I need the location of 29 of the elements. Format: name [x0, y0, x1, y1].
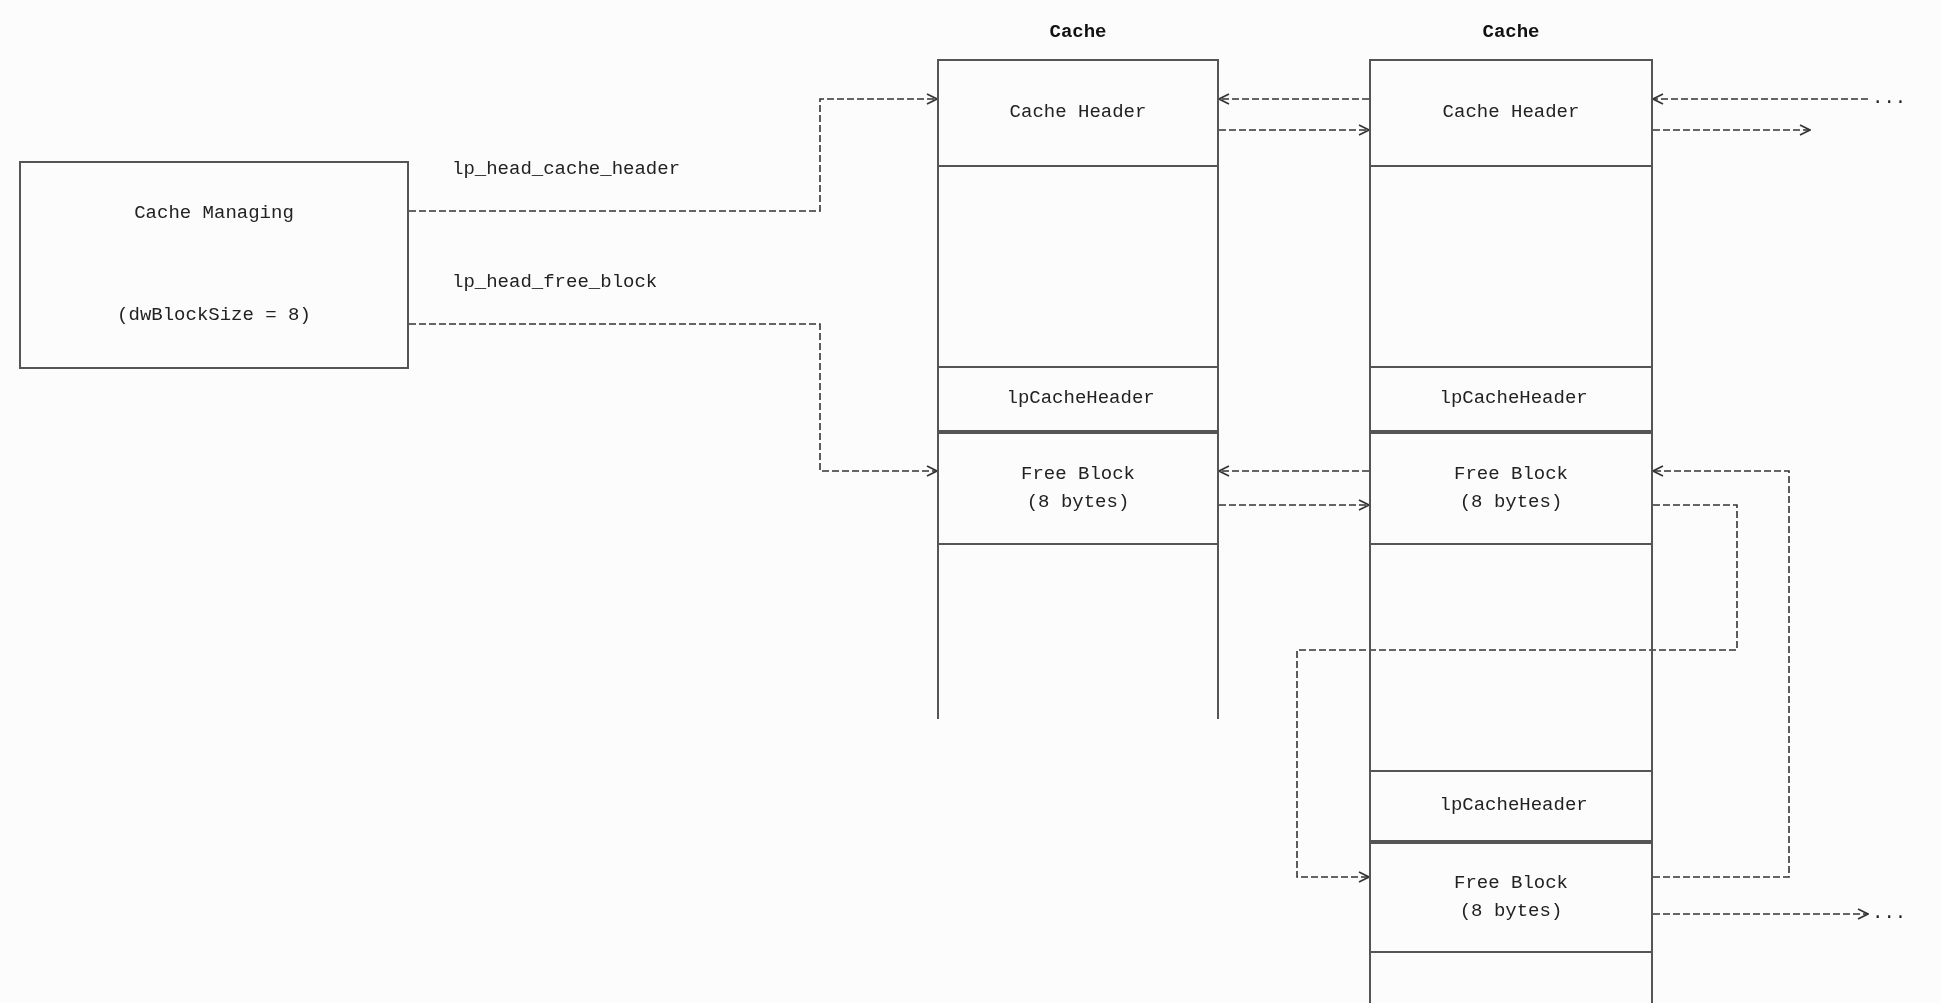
continuation-text: ... [1872, 84, 1907, 112]
arrow [1218, 93, 1370, 105]
field-box [1369, 432, 1653, 545]
arrow [408, 323, 938, 477]
arrow [1296, 504, 1738, 883]
box-text: Cache Header [1009, 100, 1147, 126]
box-text: Free Block (8 bytes) [1020, 461, 1136, 515]
arrow [1652, 124, 1811, 136]
box-text: Free Block (8 bytes) [1453, 870, 1569, 924]
arrow [408, 93, 938, 212]
box-text: (dwBlockSize = 8) [117, 303, 311, 329]
arrow [1218, 124, 1370, 136]
box-text: Free Block (8 bytes) [1453, 461, 1569, 515]
column-title: Cache [1481, 21, 1541, 43]
arrow [1218, 499, 1370, 511]
field-box [1369, 770, 1653, 842]
field-box [937, 366, 1219, 432]
arrow [1652, 465, 1790, 878]
continuation-text: ... [1872, 899, 1907, 927]
arrow [1652, 93, 1869, 105]
struct-box [19, 161, 409, 369]
column-title: Cache [1048, 21, 1108, 43]
field-box [1369, 842, 1653, 953]
field-box [1369, 366, 1653, 432]
box-text: Cache Managing [134, 201, 294, 227]
arrow [1652, 908, 1869, 920]
field-box [937, 432, 1219, 545]
arrow [1218, 465, 1370, 477]
box-text: Cache Header [1442, 100, 1580, 126]
